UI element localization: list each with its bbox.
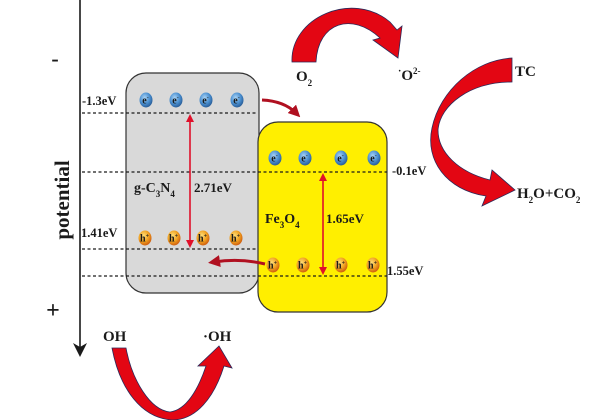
electron-symbol: e- bbox=[233, 96, 239, 107]
hole-symbol: h+ bbox=[231, 234, 241, 245]
electron-symbol: e- bbox=[370, 154, 376, 165]
fe3o4-label: Fe3O4 bbox=[265, 212, 300, 230]
fe3o4-vb-label: 1.55eV bbox=[387, 264, 423, 278]
electron-transfer-arrow bbox=[261, 98, 301, 118]
hole-icon: h+ bbox=[167, 230, 181, 246]
electron-symbol: e- bbox=[271, 154, 277, 165]
electron-icon: e- bbox=[367, 150, 381, 166]
hole-transfer-arrow bbox=[208, 255, 266, 268]
hole-icon: h+ bbox=[138, 230, 152, 246]
oh-reactant-label: OH bbox=[103, 329, 127, 345]
gcn-cb-label: -1.3eV bbox=[82, 94, 116, 108]
hole-icon: h+ bbox=[334, 257, 348, 273]
pollutant-label: TC bbox=[515, 64, 536, 80]
hole-symbol: h+ bbox=[198, 234, 208, 245]
axis-negative-sign: - bbox=[51, 46, 58, 71]
electron-icon: e- bbox=[268, 150, 282, 166]
electron-symbol: e- bbox=[301, 154, 307, 165]
fe3o4-hole-group: h+ h+ h+ h+ bbox=[266, 257, 380, 273]
fe3o4-electron-group: e-e-e-e- bbox=[268, 150, 381, 166]
gcn-label: g-C3N4 bbox=[134, 181, 175, 199]
degradation-product-label: H2O+CO2 bbox=[517, 186, 581, 205]
electron-icon: e- bbox=[334, 150, 348, 166]
gcn-bandgap-label: 2.71eV bbox=[194, 180, 233, 195]
degradation-arrow bbox=[430, 57, 516, 207]
hole-symbol: h+ bbox=[368, 261, 378, 272]
gcn-vb-label: 1.41eV bbox=[81, 226, 117, 240]
fe3o4-bandgap-label: 1.65eV bbox=[326, 211, 365, 226]
electron-symbol: e- bbox=[202, 96, 208, 107]
hole-symbol: h+ bbox=[336, 261, 346, 272]
hole-icon: h+ bbox=[296, 257, 310, 273]
hole-symbol: h+ bbox=[169, 234, 179, 245]
axis-positive-sign: + bbox=[46, 298, 60, 324]
gcn-hole-group: h+ h+ h+ h+ bbox=[138, 230, 243, 246]
hole-icon: h+ bbox=[266, 257, 280, 273]
axis-title: potential bbox=[50, 160, 74, 240]
electron-icon: e- bbox=[199, 92, 213, 108]
electron-symbol: e- bbox=[172, 96, 178, 107]
axis-arrowhead-icon bbox=[73, 343, 87, 357]
electron-symbol: e- bbox=[337, 154, 343, 165]
hole-icon: h+ bbox=[366, 257, 380, 273]
hole-symbol: h+ bbox=[140, 234, 150, 245]
electron-icon: e- bbox=[298, 150, 312, 166]
fe3o4-cb-label: -0.1eV bbox=[392, 164, 426, 178]
hydroxyl-radical-label: ·OH bbox=[203, 329, 232, 345]
hole-icon: h+ bbox=[229, 230, 243, 246]
electron-icon: e- bbox=[169, 92, 183, 108]
hole-symbol: h+ bbox=[268, 261, 278, 272]
hole-icon: h+ bbox=[196, 230, 210, 246]
superoxide-label: ·O2- bbox=[398, 66, 421, 84]
hydroxyl-oxidation-arrow bbox=[111, 345, 233, 420]
electron-icon: e- bbox=[230, 92, 244, 108]
oxygen-reduction-arrow bbox=[291, 7, 403, 63]
hole-symbol: h+ bbox=[298, 261, 308, 272]
o2-label: O2 bbox=[296, 69, 313, 88]
electron-icon: e- bbox=[139, 92, 153, 108]
gcn-electron-group: e-e-e-e- bbox=[139, 92, 244, 108]
electron-symbol: e- bbox=[142, 96, 148, 107]
